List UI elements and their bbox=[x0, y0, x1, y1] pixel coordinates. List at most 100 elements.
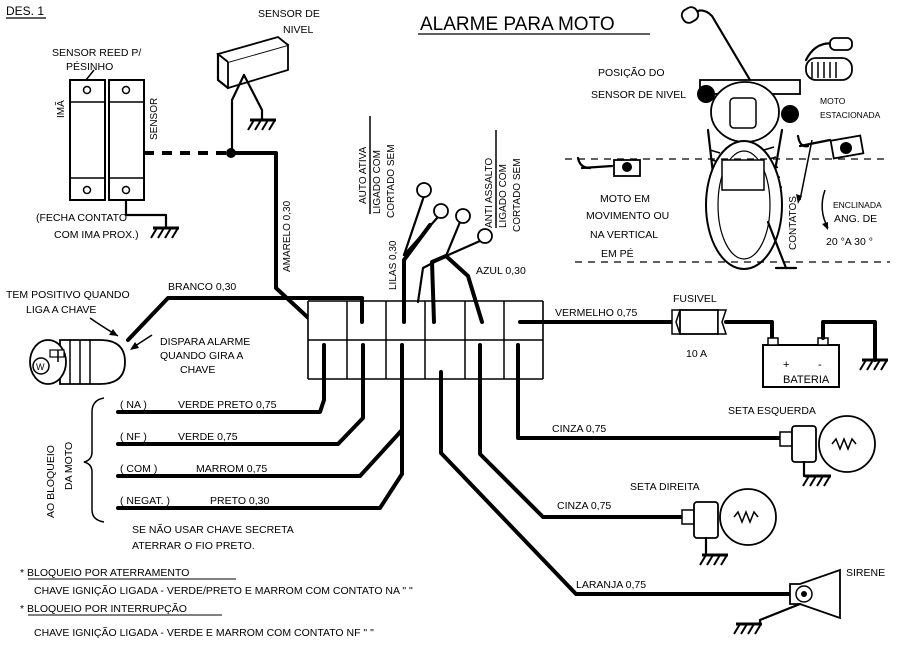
wire-branco bbox=[126, 296, 364, 342]
siren: SIRENE bbox=[732, 567, 885, 636]
switch-knob-icon bbox=[455, 208, 471, 224]
magnet-block bbox=[69, 79, 106, 201]
contacts-label: CONTATOS bbox=[788, 196, 799, 250]
battery-label: BATERIA bbox=[783, 374, 830, 386]
reed-note-2: COM IMA PROX.) bbox=[54, 229, 139, 241]
note-ground-text: CHAVE IGNIÇÃO LIGADA - VERDE/PRETO E MAR… bbox=[34, 584, 413, 597]
label-vermelho: VERMELHO 0,75 bbox=[555, 307, 637, 319]
position-label-2: SENSOR DE NIVEL bbox=[591, 89, 686, 101]
wire-preto bbox=[116, 370, 404, 510]
trigger-note-1: DISPARA ALARME bbox=[160, 336, 250, 348]
row-nf-wire: VERDE 0,75 bbox=[178, 431, 238, 443]
level-title-1: SENSOR DE bbox=[258, 8, 320, 20]
note-ground-title: * BLOQUEIO POR ATERRAMENTO bbox=[20, 567, 189, 579]
label-branco: BRANCO 0,30 bbox=[168, 281, 236, 293]
switch-auto-ativa[interactable] bbox=[402, 182, 449, 257]
figure-label: DES. 1 bbox=[6, 4, 44, 18]
incline-label-2: ANG. DE bbox=[834, 213, 877, 225]
label-cinza-esq: CINZA 0,75 bbox=[552, 423, 606, 435]
position-label-1: POSIÇÃO DO bbox=[598, 66, 665, 79]
wire-verde bbox=[116, 343, 365, 446]
note-interrupt-text: CHAVE IGNIÇÃO LIGADA - VERDE E MARROM CO… bbox=[34, 626, 374, 639]
incline-range: 20 °A 30 ° bbox=[826, 236, 873, 248]
incline-label-1: ENCLINADA bbox=[833, 200, 882, 210]
auto-ativa-2: LIGADO COM bbox=[372, 150, 383, 214]
moving-label-3: NA VERTICAL bbox=[590, 229, 658, 241]
ignition-note-2: LIGA A CHAVE bbox=[26, 304, 96, 316]
auto-ativa-3: CORTADO SEM bbox=[386, 144, 397, 218]
trigger-note-3: CHAVE bbox=[180, 364, 215, 376]
row-na-code: ( NA ) bbox=[120, 399, 147, 411]
motorcycle-drawing bbox=[565, 6, 890, 270]
battery-ground-icon bbox=[858, 358, 890, 372]
ignition-switch: TEM POSITIVO QUANDO LIGA A CHAVE DISPARA… bbox=[6, 289, 250, 385]
wire-bateria-pos bbox=[724, 320, 774, 340]
note-interrupt-title: * BLOQUEIO POR INTERRUPÇÃO bbox=[20, 602, 187, 615]
seta-esq-label: SETA ESQUERDA bbox=[728, 405, 816, 417]
block-side-2: DA MOTO bbox=[63, 442, 75, 490]
ignition-note-1: TEM POSITIVO QUANDO bbox=[6, 289, 130, 301]
anti-assalto-3: CORTADO SEM bbox=[512, 158, 523, 232]
moving-label-4: EM PÉ bbox=[601, 247, 634, 260]
key-icon bbox=[32, 357, 50, 375]
battery: + - BATERIA bbox=[762, 337, 840, 388]
label-cinza-dir: CINZA 0,75 bbox=[557, 500, 611, 512]
parked-label-1: MOTO bbox=[820, 96, 846, 106]
battery-plus: + bbox=[783, 359, 789, 371]
label-lilas: LILAS 0,30 bbox=[388, 240, 399, 290]
sirene-label: SIRENE bbox=[846, 567, 885, 579]
row-nf-code: ( NF ) bbox=[120, 431, 147, 443]
auto-ativa-1: AUTO ATIVA bbox=[358, 146, 369, 204]
label-azul: AZUL 0,30 bbox=[476, 265, 526, 277]
anti-assalto-1: ANTI ASSALTO bbox=[484, 158, 495, 228]
sensor-vertical-label: SENSOR bbox=[149, 98, 160, 140]
fuse-value: 10 A bbox=[686, 348, 707, 360]
level-title-2: NIVEL bbox=[283, 24, 314, 36]
magnet-label: IMÃ bbox=[54, 100, 67, 118]
moving-label-1: MOTO EM bbox=[600, 193, 650, 205]
fuse-label: FUSIVEL bbox=[673, 293, 717, 305]
reed-block bbox=[108, 79, 145, 201]
right-turn-lamp: SETA DIREITA bbox=[630, 481, 777, 567]
siren-ground-icon bbox=[732, 622, 764, 636]
left-lamp-ground-icon bbox=[801, 474, 833, 488]
reed-title-1: SENSOR REED P/ bbox=[52, 47, 141, 59]
right-lamp-ground-icon bbox=[698, 553, 730, 567]
reed-sensor: SENSOR REED P/ PÉSINHO IMÃ SENSOR (FECHA… bbox=[36, 47, 181, 241]
label-amarelo: AMARELO 0,30 bbox=[282, 200, 293, 272]
block-brace bbox=[83, 397, 105, 523]
wire-cinza-esquerda bbox=[516, 343, 782, 440]
bulb-icon bbox=[818, 415, 876, 473]
row-negat-code: ( NEGAT. ) bbox=[120, 495, 170, 507]
battery-minus: - bbox=[818, 359, 822, 371]
block-note-2: ATERRAR O FIO PRETO. bbox=[132, 540, 255, 552]
wire-cinza-direita bbox=[478, 343, 684, 519]
anti-assalto-2: LIGADO COM bbox=[498, 164, 509, 228]
switch-knob-icon bbox=[416, 182, 432, 198]
block-side-1: AO BLOQUEIO bbox=[45, 445, 57, 518]
label-laranja: LARANJA 0,75 bbox=[576, 579, 646, 591]
block-labels: ( NA ) VERDE PRETO 0,75 ( NF ) VERDE 0,7… bbox=[120, 399, 277, 507]
wire-verde-preto bbox=[116, 343, 326, 414]
block-note-1: SE NÃO USAR CHAVE SECRETA bbox=[132, 523, 294, 536]
level-sensor: SENSOR DE NIVEL bbox=[216, 8, 320, 154]
wire-laranja bbox=[439, 370, 792, 596]
row-com-code: ( COM ) bbox=[120, 463, 157, 475]
parked-label-2: ESTACIONADA bbox=[820, 110, 881, 120]
row-negat-wire: PRETO 0,30 bbox=[210, 495, 269, 507]
row-na-wire: VERDE PRETO 0,75 bbox=[178, 399, 277, 411]
page-title: ALARME PARA MOTO bbox=[420, 14, 615, 35]
alarm-module bbox=[307, 300, 544, 380]
fuse: FUSIVEL 10 A bbox=[671, 293, 728, 360]
reed-note-1: (FECHA CONTATO bbox=[36, 212, 127, 224]
level-ground-icon bbox=[246, 118, 278, 132]
trigger-note-2: QUANDO GIRA A bbox=[160, 350, 243, 362]
row-com-wire: MARROM 0,75 bbox=[196, 463, 267, 475]
switch-anti-assalto[interactable] bbox=[444, 208, 493, 258]
key-symbol: W bbox=[36, 362, 45, 372]
reed-title-2: PÉSINHO bbox=[66, 60, 113, 73]
left-turn-lamp: SETA ESQUERDA bbox=[728, 405, 876, 488]
reed-ground-icon bbox=[149, 226, 181, 240]
